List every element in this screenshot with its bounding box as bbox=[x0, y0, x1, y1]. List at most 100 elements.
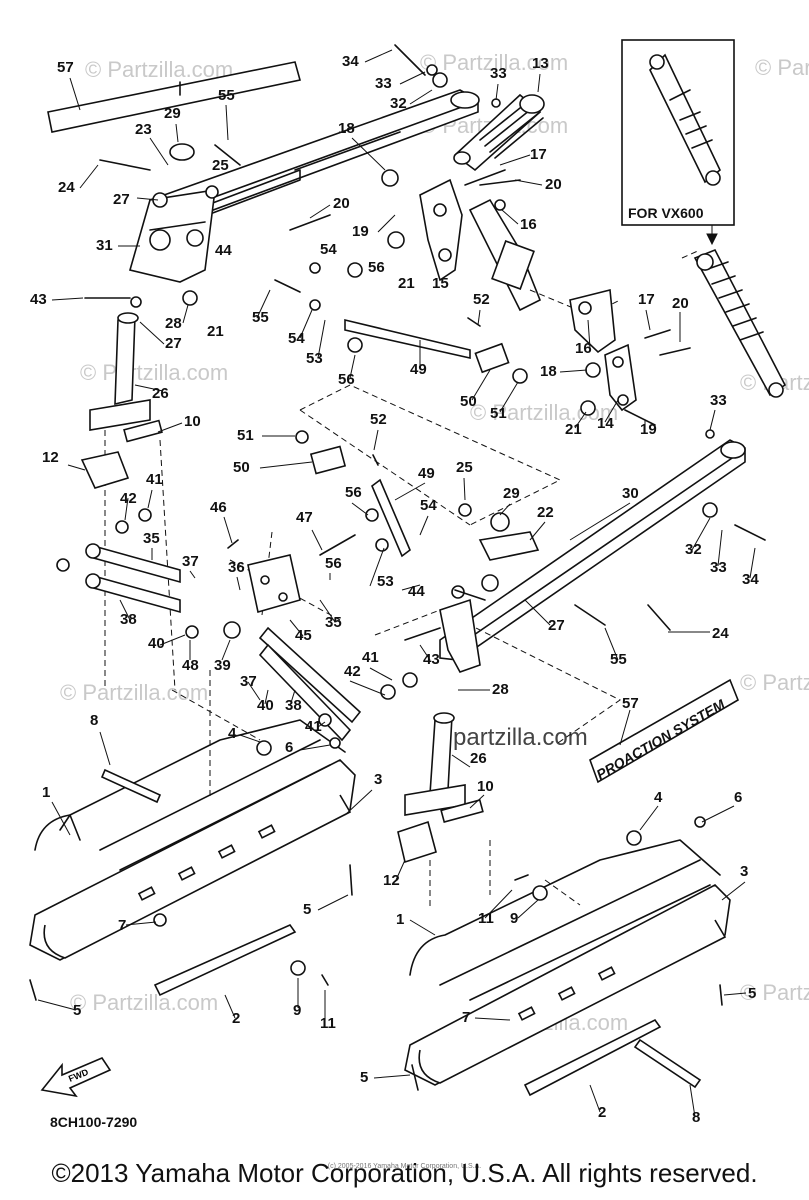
callout: 18 bbox=[338, 120, 355, 137]
callout: 26 bbox=[152, 385, 169, 402]
callout: 2 bbox=[232, 1010, 240, 1027]
callout: 6 bbox=[285, 739, 293, 756]
shock-absorber-13 bbox=[453, 93, 545, 172]
callout: 22 bbox=[537, 504, 554, 521]
slide-rail-30 bbox=[439, 439, 746, 661]
callout: 38 bbox=[120, 611, 137, 628]
inset-vx600: FOR VX600 bbox=[621, 39, 735, 246]
callout: 17 bbox=[638, 291, 655, 308]
callout: 41 bbox=[362, 649, 379, 666]
callout: 38 bbox=[285, 697, 302, 714]
callout: 12 bbox=[383, 872, 400, 889]
callout: 21 bbox=[565, 421, 582, 438]
plate-50-upper bbox=[474, 342, 510, 374]
callout: 23 bbox=[135, 121, 152, 138]
rod-49-lower bbox=[371, 478, 411, 558]
watermark: © Partzilla.com bbox=[740, 980, 809, 1005]
drawing-code: 8CH100-7290 bbox=[50, 1114, 137, 1130]
ski-right bbox=[404, 839, 731, 1086]
callout: 17 bbox=[530, 146, 547, 163]
stopper-12-right bbox=[397, 820, 437, 864]
fwd-arrow: FWD bbox=[40, 1057, 112, 1098]
bolt-8-right bbox=[633, 1038, 702, 1089]
callout: 57 bbox=[57, 59, 74, 76]
callout: 40 bbox=[148, 635, 165, 652]
callout: 10 bbox=[477, 778, 494, 795]
callout: 52 bbox=[473, 291, 490, 308]
bracket-45 bbox=[247, 554, 301, 614]
copyright-text: ©2013 Yamaha Motor Corporation, U.S.A. A… bbox=[51, 1158, 758, 1188]
bolts bbox=[29, 44, 766, 1091]
callout: 54 bbox=[288, 330, 305, 347]
callout: 33 bbox=[375, 75, 392, 92]
callout: 20 bbox=[672, 295, 689, 312]
callout: 46 bbox=[210, 499, 227, 516]
callout: 7 bbox=[118, 917, 126, 934]
callout: 20 bbox=[333, 195, 350, 212]
watermark: © Partzilla.com bbox=[420, 50, 568, 75]
callout: 56 bbox=[338, 371, 355, 388]
watermark: © Partzilla.com bbox=[80, 360, 228, 385]
decal-57-lower: PROACTION SYSTEM bbox=[589, 678, 739, 784]
callout: 25 bbox=[212, 157, 229, 174]
callout: 54 bbox=[320, 241, 337, 258]
callout: 56 bbox=[325, 555, 342, 572]
collar-10-left bbox=[123, 419, 163, 443]
callout: 51 bbox=[237, 427, 254, 444]
callout: 50 bbox=[233, 459, 250, 476]
leader-lines bbox=[37, 49, 756, 1118]
callout: 12 bbox=[42, 449, 59, 466]
callout: 41 bbox=[305, 718, 322, 735]
watermarks: © Partzilla.com © Partzilla.com © Partzi… bbox=[60, 50, 809, 1035]
callout: 37 bbox=[182, 553, 199, 570]
watermark: © Partzilla.com bbox=[755, 55, 809, 80]
callout: 9 bbox=[510, 910, 518, 927]
callout: 34 bbox=[742, 571, 759, 588]
callout: 20 bbox=[545, 176, 562, 193]
callout: 27 bbox=[548, 617, 565, 634]
rod-49-upper bbox=[344, 318, 471, 359]
callout: 35 bbox=[325, 614, 342, 631]
runner-2-left bbox=[153, 924, 297, 997]
callout: 42 bbox=[344, 663, 361, 680]
callout: 34 bbox=[342, 53, 359, 70]
ski-left bbox=[29, 719, 356, 961]
callout: 32 bbox=[390, 95, 407, 112]
callout: 48 bbox=[182, 657, 199, 674]
callout: 39 bbox=[214, 657, 231, 674]
callout: 13 bbox=[532, 55, 549, 72]
rear-linkage bbox=[468, 198, 621, 354]
callout: 30 bbox=[622, 485, 639, 502]
callout: 2 bbox=[598, 1104, 606, 1121]
credit-text: (c) 2005-2016 Yamaha Motor Corporation, … bbox=[327, 1163, 482, 1170]
callout: 49 bbox=[410, 361, 427, 378]
callout: 29 bbox=[503, 485, 520, 502]
callout: 44 bbox=[215, 242, 232, 259]
callout: 41 bbox=[146, 471, 163, 488]
callout: 21 bbox=[398, 275, 415, 292]
callout: 32 bbox=[685, 541, 702, 558]
callout: 36 bbox=[228, 559, 245, 576]
callout: 16 bbox=[520, 216, 537, 233]
callout: 8 bbox=[90, 712, 98, 729]
rods-35-38 bbox=[85, 543, 362, 742]
callout: 24 bbox=[712, 625, 729, 642]
watermark: © Partzilla.com bbox=[740, 670, 809, 695]
callout: 40 bbox=[257, 697, 274, 714]
watermark: © Partzilla.com bbox=[60, 680, 208, 705]
callout: 3 bbox=[374, 771, 382, 788]
callout: 51 bbox=[490, 405, 507, 422]
bolt-8-left bbox=[100, 768, 162, 804]
watermark-center: partzilla.com bbox=[453, 724, 588, 751]
callout: 55 bbox=[218, 87, 235, 104]
guide-lines bbox=[104, 384, 621, 910]
callout: 28 bbox=[492, 681, 509, 698]
plate-50-lower bbox=[309, 445, 347, 475]
front-arm-upper bbox=[129, 178, 463, 283]
callout: 4 bbox=[654, 789, 663, 806]
callout: 11 bbox=[478, 910, 494, 927]
callout: 1 bbox=[42, 784, 50, 801]
callout: 4 bbox=[228, 725, 237, 742]
callout: 9 bbox=[293, 1002, 301, 1019]
